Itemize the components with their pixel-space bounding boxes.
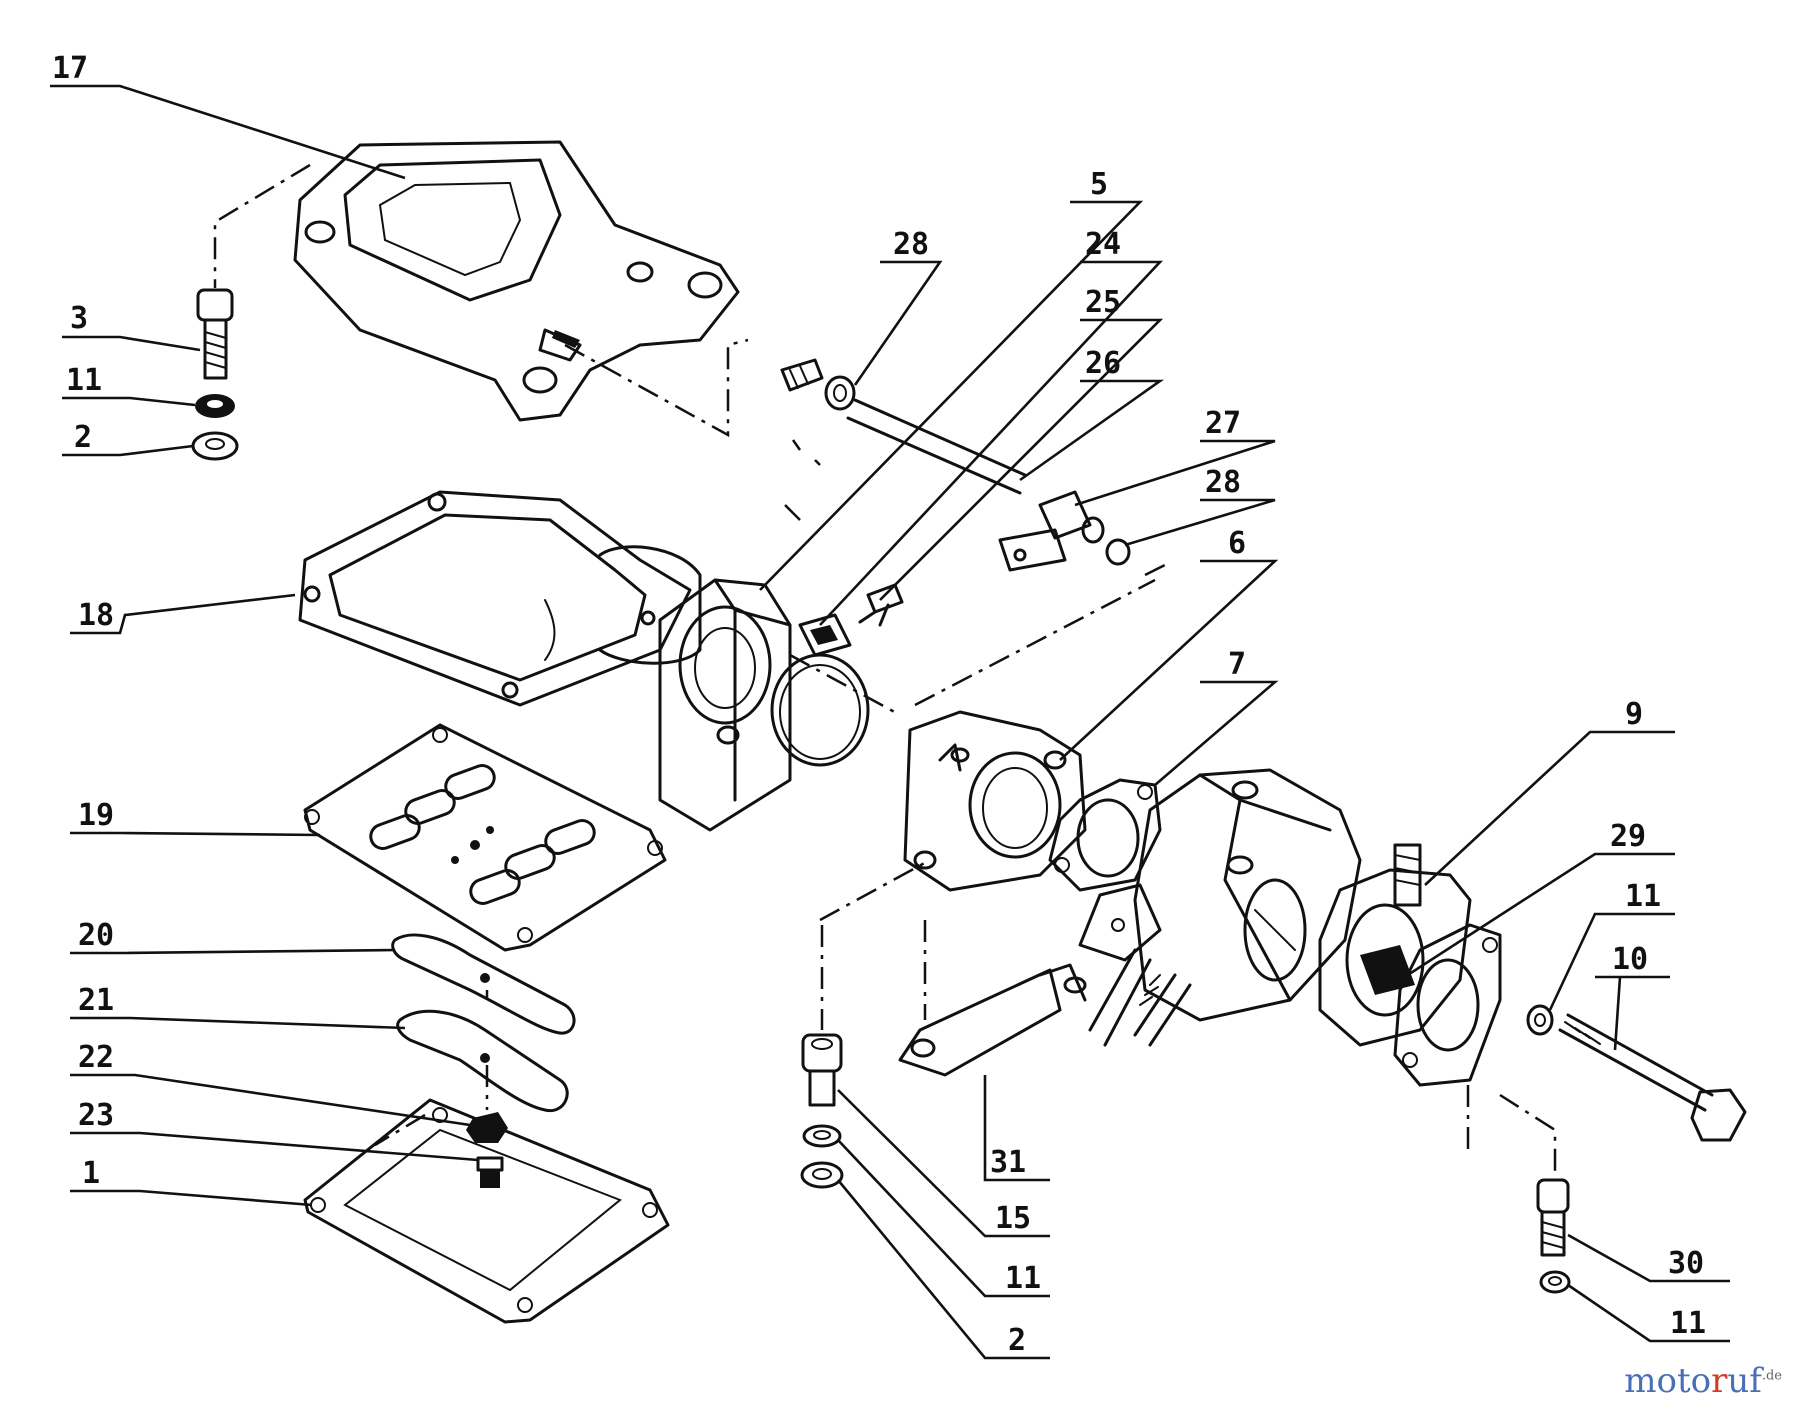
callout-10: 10 xyxy=(1612,942,1648,977)
part-17-cover-frame xyxy=(293,140,740,422)
callout-30: 30 xyxy=(1668,1246,1704,1281)
screw-15 xyxy=(801,1033,843,1107)
callout-17: 17 xyxy=(52,51,88,86)
part-6-carb-flange xyxy=(903,710,1087,892)
part-5-adapter-block xyxy=(658,578,792,832)
callout-24: 24 xyxy=(1085,227,1121,262)
part-7-gasket xyxy=(1048,778,1162,892)
part-23-screw xyxy=(476,1156,504,1188)
part-31-bracket xyxy=(898,963,1087,1077)
callout-21: 21 xyxy=(78,983,114,1018)
part-number-labels: 17 3 11 2 18 19 20 21 22 23 1 5 28 24 25… xyxy=(52,51,1706,1358)
part-9-intake-body xyxy=(1318,843,1472,1047)
callout-7: 7 xyxy=(1228,647,1246,682)
callout-2-left: 2 xyxy=(74,420,92,455)
washer-2-center xyxy=(800,1161,844,1189)
screw-25 xyxy=(858,583,904,627)
callout-28-top: 28 xyxy=(893,227,929,262)
callout-15: 15 xyxy=(995,1201,1031,1236)
bolt-10 xyxy=(1558,1013,1747,1142)
watermark-part3: uf xyxy=(1727,1361,1762,1401)
callout-5: 5 xyxy=(1090,167,1108,202)
callout-9: 9 xyxy=(1625,697,1643,732)
callout-11-bottom-right: 11 xyxy=(1670,1306,1706,1341)
callout-11-left: 11 xyxy=(66,363,102,398)
callout-1: 1 xyxy=(82,1156,100,1191)
callout-18: 18 xyxy=(78,598,114,633)
assembly-line-screw-3 xyxy=(213,163,311,288)
screw-3 xyxy=(196,288,234,380)
tube-26 xyxy=(846,398,1027,495)
screw-30 xyxy=(1536,1178,1570,1257)
part-21-reed-stop xyxy=(396,1009,569,1113)
callout-20: 20 xyxy=(78,918,114,953)
callout-29: 29 xyxy=(1610,819,1646,854)
callout-19: 19 xyxy=(78,798,114,833)
callout-28-mid: 28 xyxy=(1205,465,1241,500)
ring-28-mid xyxy=(1105,538,1131,566)
callout-6: 6 xyxy=(1228,526,1246,561)
callout-27: 27 xyxy=(1205,406,1241,441)
watermark-part1: moto xyxy=(1624,1361,1712,1401)
washer-11-bottom-right xyxy=(1539,1270,1571,1294)
part-18-air-horn-housing xyxy=(298,490,702,707)
callout-31: 31 xyxy=(990,1145,1026,1180)
washer-11-center xyxy=(802,1124,842,1148)
clamp-24 xyxy=(770,613,870,767)
watermark-suffix: .de xyxy=(1761,1368,1782,1384)
motoruf-watermark: motoruf.de xyxy=(1624,1361,1782,1401)
callout-11-center: 11 xyxy=(1005,1261,1041,1296)
callout-3: 3 xyxy=(70,301,88,336)
watermark-part2: r xyxy=(1711,1361,1728,1401)
washer-11-left xyxy=(195,394,235,418)
leader-lines xyxy=(50,84,1730,1360)
callout-2-center: 2 xyxy=(1008,1323,1026,1358)
washer-11-right xyxy=(1526,1004,1554,1036)
carburetor-body xyxy=(1078,768,1362,1047)
callout-22: 22 xyxy=(78,1040,114,1075)
part-19-reed-plate xyxy=(303,723,667,952)
part-20-reed-petal xyxy=(391,933,576,1035)
fitting-27 xyxy=(998,490,1105,572)
assembly-lines xyxy=(374,338,1557,1178)
callout-23: 23 xyxy=(78,1098,114,1133)
callout-26: 26 xyxy=(1085,346,1121,381)
washer-2-left xyxy=(191,431,239,461)
ring-28-top xyxy=(824,375,856,411)
callout-25: 25 xyxy=(1085,285,1121,320)
callout-11-right: 11 xyxy=(1625,879,1661,914)
nipple-fitting xyxy=(780,358,824,392)
